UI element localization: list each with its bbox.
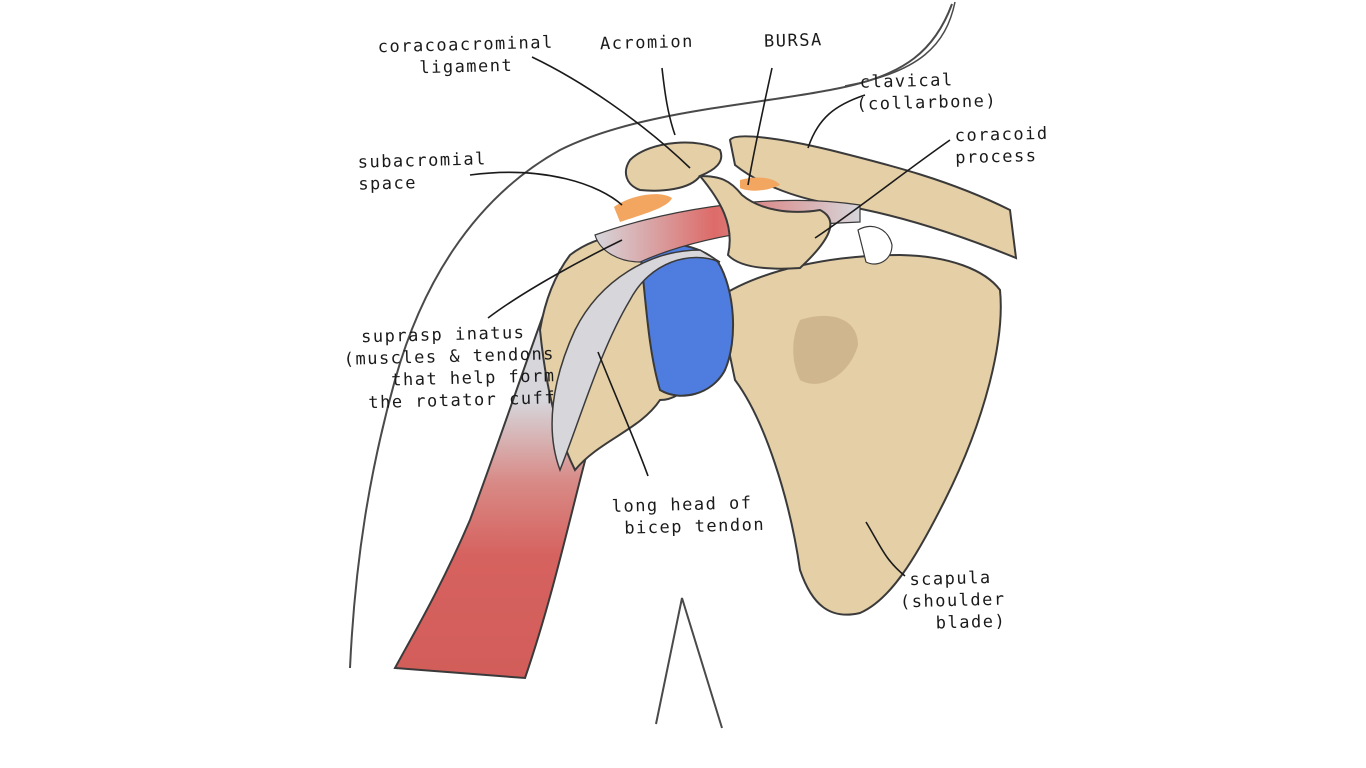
- label-acromion-text: Acromion: [599, 31, 695, 55]
- scapula: [716, 253, 1002, 616]
- label-subacromial-space: subacromial space: [357, 148, 487, 195]
- coracoid-notch: [857, 225, 893, 265]
- label-coracoid-line-2: process: [955, 146, 1038, 169]
- label-subacromial-line-1: subacromial: [357, 149, 488, 173]
- label-clavical-line-2: (collarbone): [856, 91, 998, 115]
- leader-acromion: [661, 67, 676, 136]
- leader-supraspinatus: [487, 239, 623, 319]
- subacromial-space: [614, 194, 672, 222]
- label-clavical: clavical (collarbone): [855, 68, 997, 116]
- label-bursa: BURSA: [764, 29, 823, 53]
- leader-coracoid: [814, 139, 951, 239]
- label-coracoid-line-1: coracoid: [954, 123, 1049, 147]
- torso-tip: [655, 597, 723, 729]
- label-coracoid: coracoid process: [954, 123, 1049, 169]
- label-acromion: Acromion: [600, 31, 694, 55]
- label-coracoacromial-line-2: ligament: [419, 55, 514, 79]
- scapula-shadow: [793, 315, 858, 384]
- leader-coracoacromial: [531, 56, 691, 169]
- label-subacromial-line-2: space: [358, 173, 418, 195]
- label-bicep-line-2: bicep tendon: [624, 514, 766, 539]
- leader-subacromial: [469, 171, 623, 206]
- label-supraspinatus: suprasp inatus (muscles & tendons that h…: [343, 321, 556, 414]
- leader-bursa: [747, 67, 773, 186]
- leader-lines: [469, 56, 951, 577]
- bursa: [740, 177, 780, 191]
- label-scapula-line-3: blade): [935, 611, 1007, 634]
- neck-outline: [844, 1, 956, 87]
- label-bicep-tendon: long head of bicep tendon: [611, 492, 765, 540]
- label-scapula: scapula (shoulder blade): [899, 567, 1007, 636]
- bicep-tendon: [551, 249, 721, 473]
- acromion: [624, 141, 832, 270]
- label-scapula-line-2: (shoulder: [899, 589, 1006, 613]
- label-coracoacromial-ligament: coracoacrominal ligament: [377, 32, 554, 81]
- leader-bicep: [597, 351, 649, 477]
- label-bursa-text: BURSA: [763, 30, 823, 52]
- label-coracoacromial-line-1: coracoacrominal: [377, 32, 554, 58]
- leader-scapula: [865, 521, 906, 577]
- leader-clavical: [807, 94, 866, 149]
- label-scapula-line-1: scapula: [909, 567, 992, 591]
